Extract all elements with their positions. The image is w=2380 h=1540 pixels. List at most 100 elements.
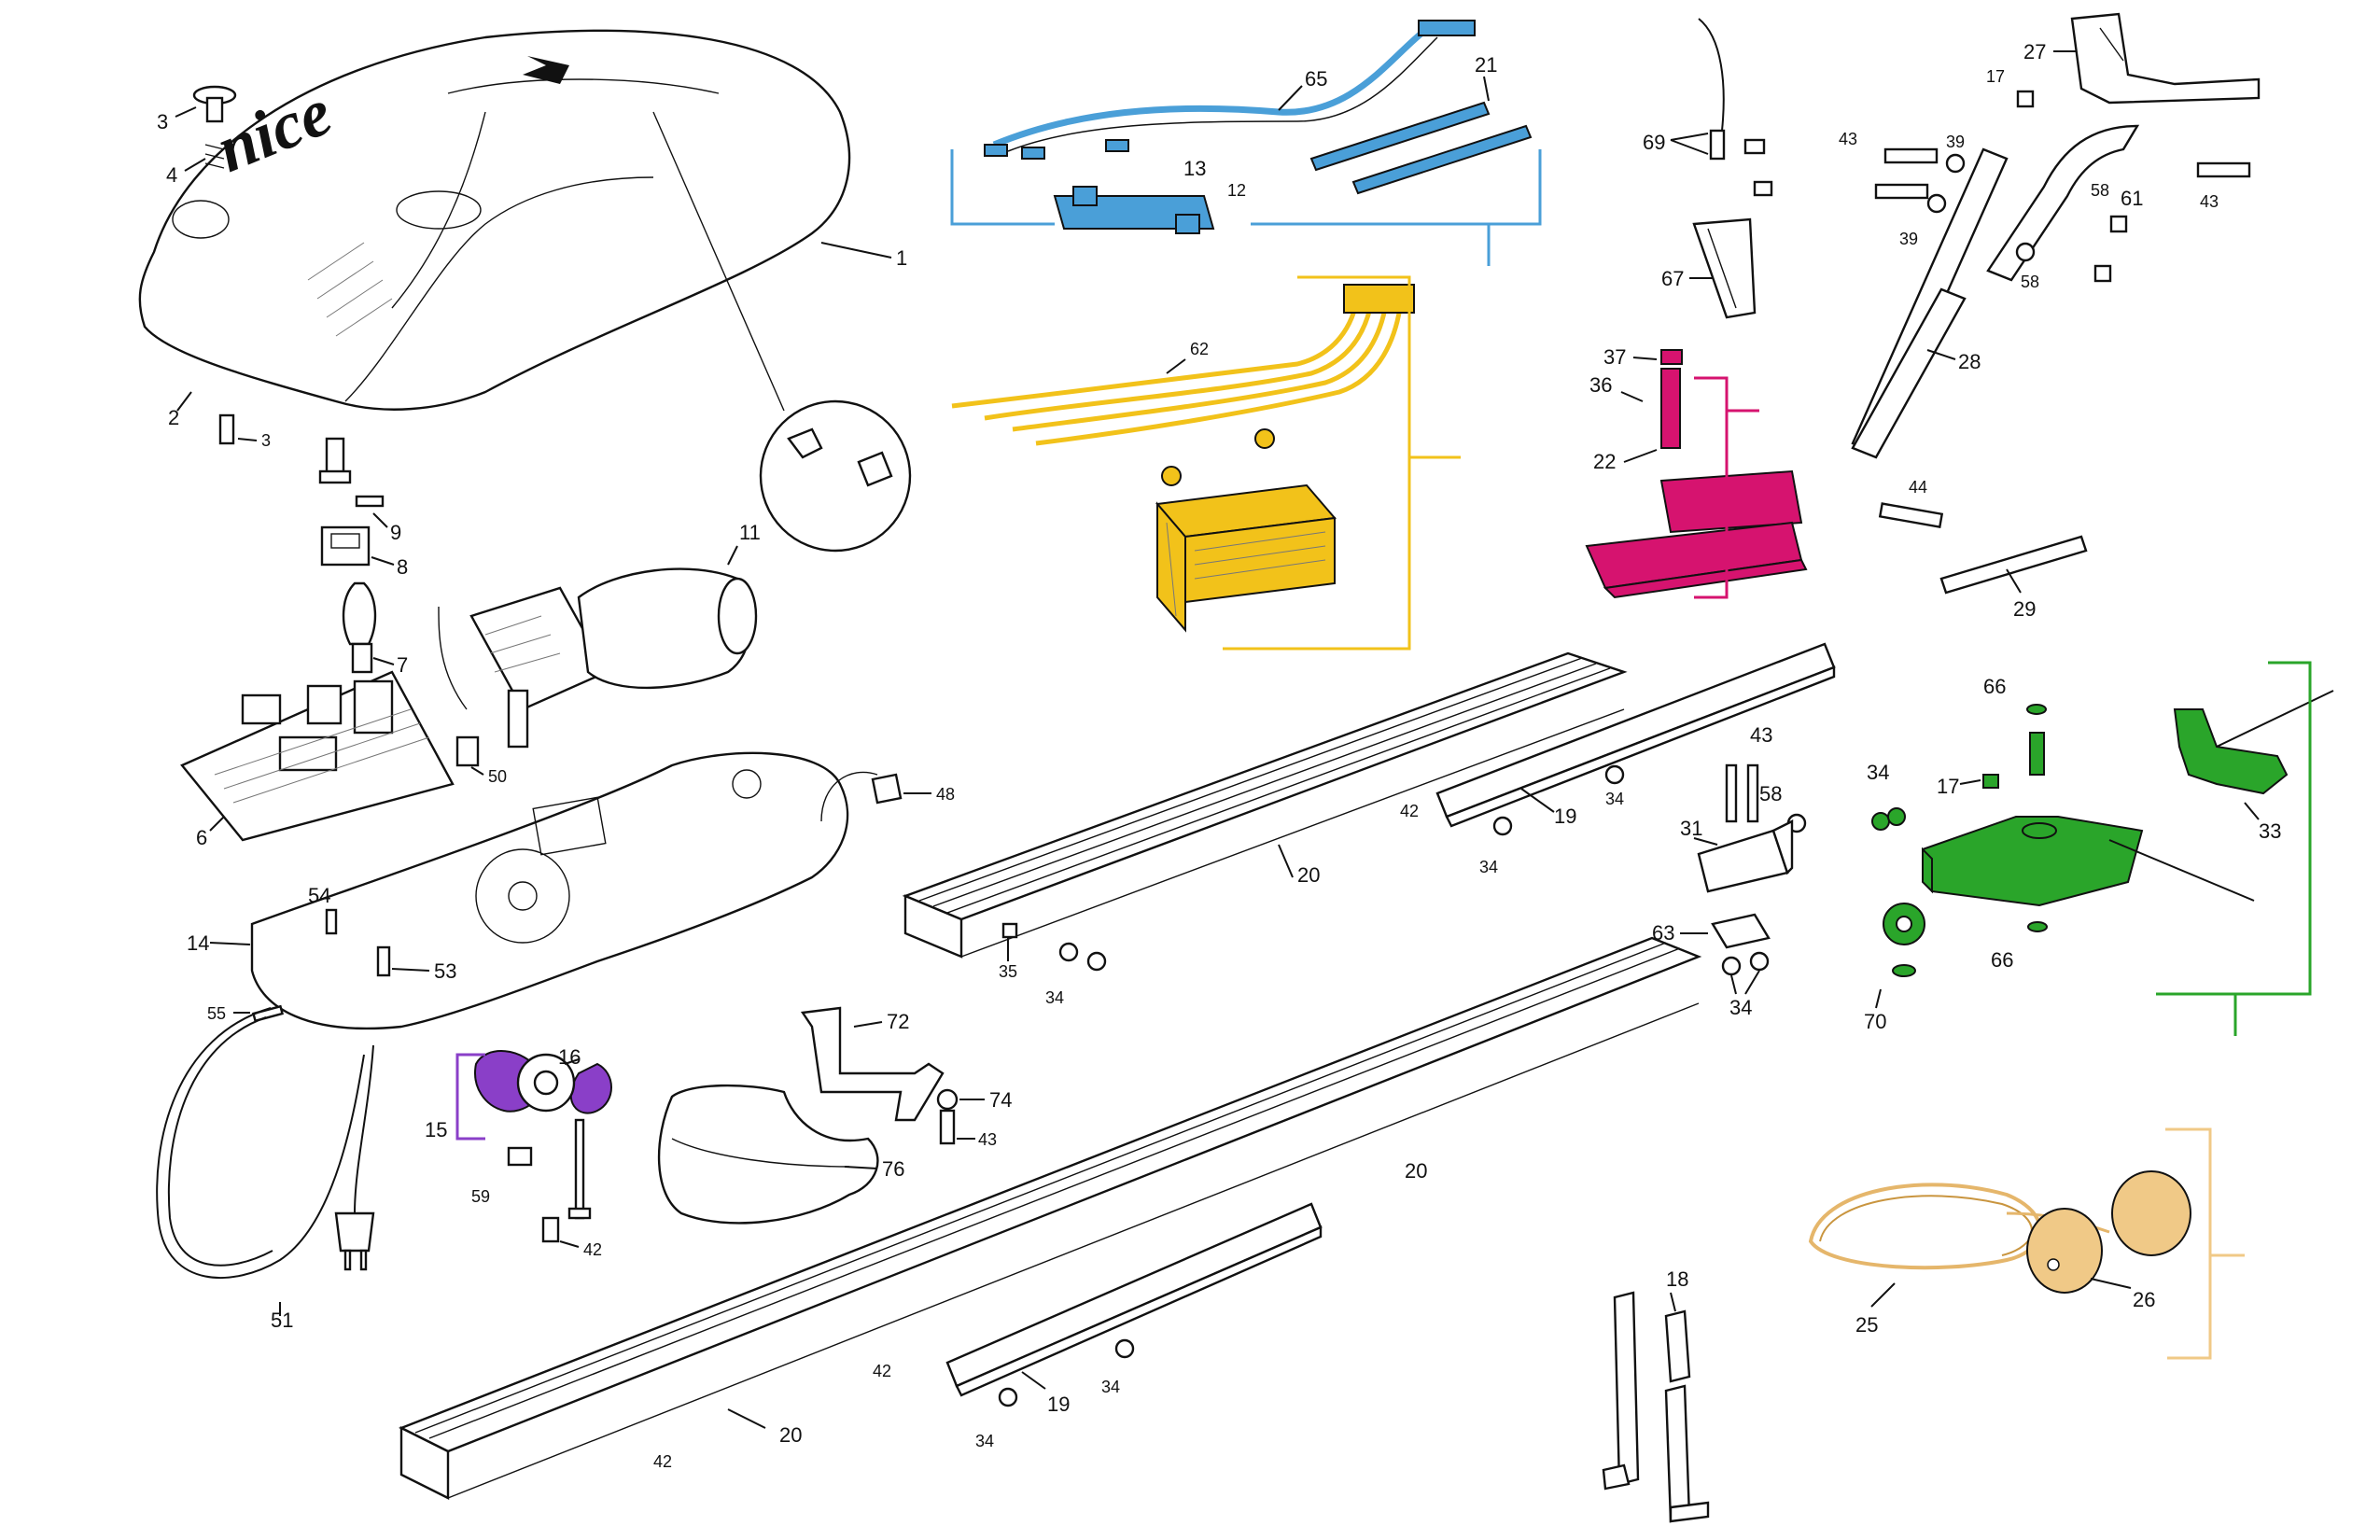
cover-housing: nice <box>138 29 851 411</box>
part-label-33: 33 <box>2259 819 2281 843</box>
joining-plate-upper <box>1435 642 1836 828</box>
base-plate <box>250 751 849 1030</box>
part-label-72: 72 <box>887 1010 909 1033</box>
part-label-31: 31 <box>1680 817 1702 840</box>
part-label-59: 59 <box>471 1187 490 1206</box>
part-label-39a: 39 <box>1946 133 1965 151</box>
part-label-20c: 20 <box>779 1423 802 1447</box>
part-label-34g: 34 <box>1867 761 1889 784</box>
part-label-17a: 17 <box>1986 67 2005 86</box>
part-label-19b: 19 <box>1047 1393 1070 1416</box>
bolt-44 <box>1878 502 1944 529</box>
part-label-2: 2 <box>168 406 179 429</box>
part-label-48: 48 <box>936 785 955 804</box>
clip-48 <box>820 771 903 822</box>
control-board <box>180 670 455 842</box>
part-label-34b: 34 <box>1479 858 1498 876</box>
part-label-19a: 19 <box>1554 805 1576 828</box>
bolt-43b <box>1874 183 1929 200</box>
nut-66b <box>2027 921 2048 932</box>
bolt-43a <box>1883 147 1939 164</box>
nut-58b <box>2093 264 2112 283</box>
part-label-44: 44 <box>1909 478 1927 497</box>
part-label-43b: 43 <box>1750 723 1772 747</box>
cable-bracket <box>1692 217 1757 319</box>
nut-17a <box>2016 90 2035 108</box>
part-label-63: 63 <box>1652 921 1674 945</box>
chain-guard <box>657 1084 879 1225</box>
part-label-42a: 42 <box>583 1240 602 1259</box>
nut-34d <box>998 1387 1018 1407</box>
part-label-42b: 42 <box>1400 802 1419 820</box>
part-label-61: 61 <box>2121 187 2143 210</box>
part-label-20a: 20 <box>1297 863 1320 887</box>
wiring-harness <box>984 20 1476 160</box>
washer-58c <box>2015 242 2036 262</box>
small-screw <box>218 413 235 445</box>
nut-34e <box>1114 1338 1135 1359</box>
carriage-33 <box>2173 690 2334 795</box>
door-bracket-27 <box>2070 12 2261 105</box>
long-bolt <box>567 1118 592 1220</box>
fuse <box>355 495 385 508</box>
part-label-37: 37 <box>1603 345 1626 369</box>
nut-59 <box>507 1146 533 1167</box>
part-label-39b: 39 <box>1899 230 1918 248</box>
part-label-36: 36 <box>1589 373 1612 397</box>
part-label-69: 69 <box>1643 131 1665 154</box>
part-label-20b: 20 <box>1405 1159 1427 1183</box>
bolt-pair-43 <box>1725 763 1759 823</box>
lamp-covers-26 <box>2026 1170 2191 1294</box>
bolt-42a <box>541 1216 560 1243</box>
washer-39a <box>1945 153 1966 174</box>
part-label-55: 55 <box>207 1004 226 1023</box>
limit-switch-connector <box>438 606 480 767</box>
nut-58a <box>2109 215 2128 233</box>
part-label-3a: 3 <box>157 110 168 133</box>
part-label-43a: 43 <box>1839 130 1857 148</box>
bolt-43c <box>2196 161 2251 178</box>
part-label-58a: 58 <box>2091 181 2109 200</box>
part-label-28: 28 <box>1958 350 1981 373</box>
part-label-22: 22 <box>1593 450 1616 473</box>
part-label-43d: 43 <box>978 1130 997 1149</box>
part-label-53: 53 <box>434 959 456 983</box>
joining-plate-lower <box>945 1202 1323 1397</box>
part-label-29: 29 <box>2013 597 2036 621</box>
carriage-body <box>1921 732 2255 907</box>
mount-bracket-31 <box>1697 819 1794 893</box>
transformer <box>1155 428 1337 633</box>
part-label-27: 27 <box>2023 40 2046 63</box>
part-label-34a: 34 <box>1045 988 1064 1007</box>
part-label-11: 11 <box>739 521 761 544</box>
part-label-6: 6 <box>196 826 207 849</box>
lower-rail <box>399 936 1702 1500</box>
contact-strips <box>1309 101 1533 195</box>
part-label-70: 70 <box>1864 1010 1886 1033</box>
magenta-bracket <box>1585 349 1808 599</box>
lamp-bulb <box>342 581 377 674</box>
part-label-35: 35 <box>999 962 1017 981</box>
pin-29 <box>1939 535 2088 595</box>
part-label-7: 7 <box>397 653 408 677</box>
part-label-34f: 34 <box>1729 996 1752 1019</box>
part-label-17b: 17 <box>1937 775 1959 798</box>
part-label-42d: 42 <box>653 1452 672 1471</box>
nuts-34a <box>1058 942 1107 972</box>
part-label-34d: 34 <box>975 1432 994 1450</box>
part-label-58b: 58 <box>1759 782 1782 805</box>
part-label-3b: 3 <box>261 431 271 450</box>
hanging-bracket <box>800 1006 945 1122</box>
part-label-21: 21 <box>1475 53 1497 77</box>
washer-74 <box>936 1088 959 1111</box>
sprocket-70 <box>1883 903 1925 977</box>
part-label-66b: 66 <box>1991 948 2013 972</box>
part-label-34e: 34 <box>1101 1378 1120 1396</box>
drive-sprocket-chain <box>474 1050 612 1114</box>
part-label-25: 25 <box>1855 1313 1878 1337</box>
release-cable <box>1698 18 1773 197</box>
nuts-34f <box>1721 951 1770 976</box>
part-label-8: 8 <box>397 555 408 579</box>
curved-arm-61 <box>1986 124 2140 282</box>
part-label-65: 65 <box>1305 67 1327 91</box>
